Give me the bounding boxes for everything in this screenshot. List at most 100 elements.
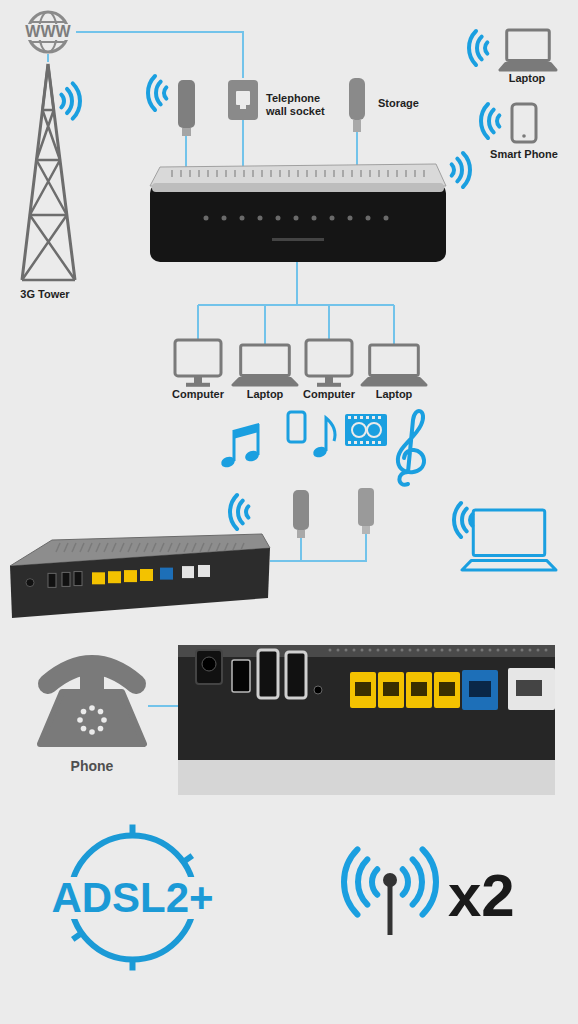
photo-vent	[465, 649, 468, 652]
router-led	[348, 216, 353, 221]
photo-vent	[513, 649, 516, 652]
wifi-symbol	[469, 31, 487, 65]
router-led	[384, 216, 389, 221]
router-vent	[176, 543, 180, 552]
router-vent	[136, 543, 140, 552]
router-vent	[104, 543, 108, 552]
router-vent	[168, 543, 172, 552]
router-vent	[56, 543, 60, 552]
usb-plug	[182, 128, 191, 136]
laptop-icon	[462, 510, 556, 570]
phone-dial	[89, 705, 95, 711]
router-vent	[112, 543, 116, 552]
phone-dial	[89, 729, 95, 735]
router-vent	[369, 170, 371, 177]
film-sprocket	[348, 441, 351, 444]
smartphone-icon	[512, 104, 536, 142]
router-vent	[297, 170, 299, 177]
film-sprocket	[366, 416, 369, 419]
device-node: Laptop	[234, 338, 296, 401]
globe-node: WWW	[20, 10, 76, 54]
tower-brace	[22, 215, 75, 280]
router-vent	[152, 543, 156, 552]
wifi-arc	[477, 37, 482, 60]
tower-brace	[36, 110, 60, 160]
power-jack	[202, 657, 216, 671]
storage-stick	[358, 488, 374, 526]
wifi-arc	[462, 509, 467, 532]
monitor-foot	[317, 383, 341, 387]
router-led	[204, 216, 209, 221]
network-link	[47, 54, 49, 62]
wifi-symbol	[61, 83, 80, 118]
laptop-icon	[500, 30, 556, 70]
router-vent	[200, 543, 204, 552]
wall-socket	[228, 80, 258, 120]
usb-port	[48, 573, 56, 587]
tower-leg	[22, 64, 75, 280]
photo-vent	[521, 649, 524, 652]
photo-vent	[377, 649, 380, 652]
router	[150, 164, 446, 262]
router-vent	[234, 170, 236, 177]
photo-vent	[393, 649, 396, 652]
antenna-tip	[383, 873, 397, 887]
photo-vent	[489, 649, 492, 652]
lan-port	[108, 571, 121, 583]
router-vent	[351, 170, 353, 177]
wifi-symbol	[481, 104, 499, 138]
film-sprocket	[372, 441, 375, 444]
router-front	[10, 548, 270, 618]
wifi-arc	[61, 95, 64, 108]
laptop-icon	[233, 345, 297, 385]
node-label: Phone	[59, 758, 125, 774]
device-node: Laptop	[496, 28, 558, 85]
reset-button	[314, 686, 322, 694]
laptop-icon	[362, 345, 426, 385]
wifi-arc	[413, 859, 422, 904]
router-vent	[88, 543, 92, 552]
logo-tick	[130, 958, 136, 971]
photo-ground	[178, 645, 555, 795]
music-beam	[233, 423, 259, 439]
port-photo	[178, 645, 555, 795]
smartphone-button	[522, 134, 526, 138]
node-label: Computer	[298, 388, 360, 401]
router-vent	[144, 543, 148, 552]
device-node: Phone	[59, 648, 125, 774]
phone-dial	[101, 717, 107, 723]
device-node: Laptop	[363, 338, 425, 401]
router-vent	[189, 170, 191, 177]
wifi-arc	[148, 76, 155, 110]
router-vent	[180, 170, 182, 177]
storage-plug	[353, 120, 361, 132]
router-vent	[120, 543, 124, 552]
device-node: Storage	[346, 78, 433, 110]
phone-dial	[81, 709, 87, 715]
wifi-arc	[344, 849, 357, 914]
wifi-arc	[164, 87, 166, 98]
router-rear	[10, 534, 270, 618]
wifi-arc	[73, 83, 80, 118]
router-vent	[207, 170, 209, 177]
router-vent	[405, 170, 407, 177]
router-vent	[171, 170, 173, 177]
wifi-arc	[470, 514, 472, 525]
film-sprocket	[360, 441, 363, 444]
logo-tick	[130, 825, 136, 838]
wire	[185, 136, 187, 170]
device-node: Computer	[298, 338, 360, 401]
router-led	[240, 216, 245, 221]
router-led	[312, 216, 317, 221]
photo-top	[178, 645, 555, 657]
node-label: Computer	[167, 388, 229, 401]
lan-port-socket	[439, 682, 455, 696]
usb-modem	[293, 490, 309, 530]
wifi-arc	[469, 31, 476, 65]
phone-port-socket	[516, 680, 542, 696]
router-vent	[184, 543, 188, 552]
wifi-symbol	[230, 495, 248, 529]
photo-vent	[441, 649, 444, 652]
power-jack	[196, 650, 222, 684]
router-vent	[342, 170, 344, 177]
